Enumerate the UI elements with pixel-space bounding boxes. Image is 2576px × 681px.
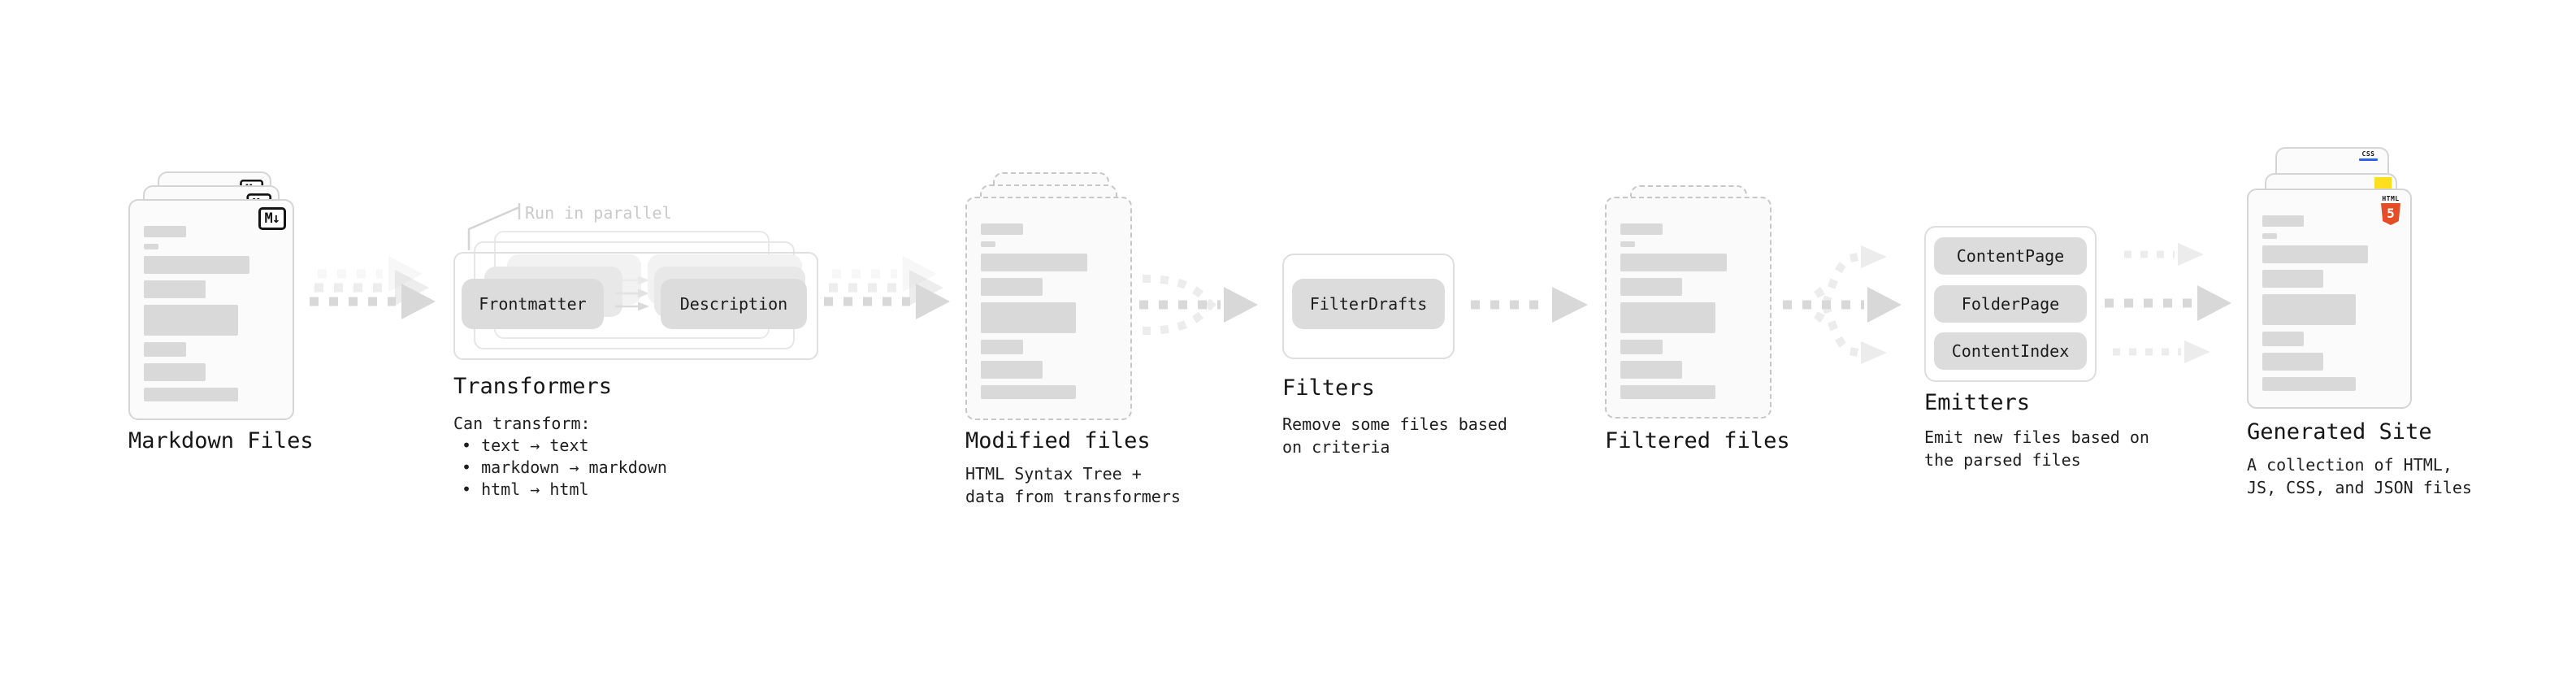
filtered-files-stack	[1605, 185, 1772, 421]
generated-site-title: Generated Site	[2247, 419, 2432, 445]
placeholder-text-bar	[2262, 332, 2305, 346]
placeholder-text-bar	[1620, 254, 1728, 271]
html5-icon-number: 5	[2387, 206, 2395, 221]
flow-arrow-filters-to-filtered	[1471, 287, 1588, 323]
js-icon	[2374, 177, 2392, 190]
placeholder-text-bar	[2262, 233, 2277, 239]
placeholder-text-bar	[981, 385, 1076, 399]
flow-arrow-transformers-to-modified	[824, 256, 950, 319]
description-line: A collection of HTML,	[2247, 455, 2452, 475]
placeholder-text-bar	[1620, 302, 1715, 333]
placeholder-text-bar	[144, 388, 238, 401]
transformer-run-box-front	[453, 252, 818, 360]
placeholder-text-bar	[144, 256, 250, 274]
placeholder-text-bar	[144, 363, 206, 381]
placeholder-text-bar	[981, 302, 1076, 333]
placeholder-text-bar	[1620, 223, 1663, 235]
markdown-icon: M↓	[258, 207, 286, 230]
placeholder-text-bar	[144, 280, 206, 298]
description-line: data from transformers	[965, 487, 1181, 506]
placeholder-text-bar	[144, 226, 186, 237]
placeholder-text-bar	[2262, 353, 2324, 371]
placeholder-text-bar	[981, 361, 1043, 379]
css-icon-label: CSS	[2361, 150, 2375, 158]
placeholder-text-bar	[981, 254, 1088, 271]
bullet-item: • html → html	[462, 479, 589, 499]
document-placeholder-lines	[2262, 215, 2392, 391]
filters-title: Filters	[1282, 375, 1375, 401]
modified-files-title: Modified files	[965, 428, 1151, 453]
css-icon: CSS	[2359, 150, 2378, 161]
emitters-title: Emitters	[1924, 390, 2031, 415]
generated-file-card-front: HTML 5	[2247, 189, 2412, 409]
html5-icon-label: HTML	[2382, 195, 2400, 202]
transformers-heading: Can transform:	[453, 414, 591, 433]
transformers-bullet-list: • text → text • markdown → markdown • ht…	[462, 435, 667, 501]
bullet-item: • text → text	[462, 436, 589, 455]
description-line: HTML Syntax Tree +	[965, 464, 1142, 484]
document-placeholder-lines	[1620, 223, 1752, 399]
html5-icon: HTML 5	[2379, 195, 2402, 225]
description-node: Description	[661, 279, 807, 329]
placeholder-text-bar	[1620, 361, 1683, 379]
placeholder-text-bar	[2262, 377, 2357, 391]
contentpage-node: ContentPage	[1934, 237, 2087, 275]
flow-arrow-merge-to-filters	[1139, 275, 1258, 335]
bullet-item: • markdown → markdown	[462, 458, 667, 477]
transform-step-arrows	[615, 275, 649, 311]
document-placeholder-lines	[144, 226, 275, 401]
description-line: on criteria	[1282, 437, 1390, 457]
placeholder-text-bar	[2262, 245, 2368, 263]
emitters-description: Emit new files based on the parsed files	[1924, 426, 2149, 471]
markdown-files-title: Markdown Files	[128, 428, 314, 453]
transformers-title: Transformers	[453, 374, 613, 399]
placeholder-text-bar	[2262, 270, 2324, 288]
flow-arrows-emitters-to-site	[2105, 243, 2231, 363]
placeholder-text-bar	[1620, 340, 1663, 354]
placeholder-text-bar	[981, 241, 995, 247]
description-line: Remove some files based	[1282, 414, 1507, 434]
placeholder-text-bar	[981, 223, 1023, 235]
placeholder-text-bar	[1620, 278, 1683, 296]
placeholder-text-bar	[144, 244, 158, 249]
filterdrafts-node: FilterDrafts	[1292, 279, 1445, 329]
markdown-files-stack: M↓ M↓ M↓	[128, 171, 294, 420]
flow-arrow-fanout-to-emitters	[1783, 245, 1902, 364]
modified-file-card-front	[965, 197, 1132, 420]
placeholder-text-bar	[1620, 241, 1635, 247]
css-icon-bar	[2359, 158, 2378, 161]
description-line: Emit new files based on	[1924, 427, 2149, 447]
html5-icon-shield: 5	[2381, 203, 2400, 225]
placeholder-text-bar	[144, 342, 186, 357]
filtered-file-card-front	[1605, 197, 1772, 419]
filters-description: Remove some files based on criteria	[1282, 413, 1507, 458]
folderpage-node: FolderPage	[1934, 285, 2087, 323]
description-line: JS, CSS, and JSON files	[2247, 478, 2472, 497]
description-line: the parsed files	[1924, 450, 2081, 470]
placeholder-text-bar	[981, 278, 1043, 296]
document-placeholder-lines	[981, 223, 1112, 399]
placeholder-text-bar	[1620, 385, 1715, 399]
annotation-leader-line	[467, 203, 521, 250]
placeholder-text-bar	[144, 305, 238, 336]
frontmatter-node: Frontmatter	[462, 279, 604, 329]
generated-site-stack: CSS HTML 5	[2247, 147, 2412, 409]
modified-files-description: HTML Syntax Tree + data from transformer…	[965, 462, 1181, 508]
flow-arrow-markdown-to-transformers	[310, 256, 436, 319]
filtered-files-title: Filtered files	[1605, 428, 1790, 453]
contentindex-node: ContentIndex	[1934, 332, 2087, 370]
generated-site-description: A collection of HTML, JS, CSS, and JSON …	[2247, 453, 2472, 499]
run-in-parallel-annotation: Run in parallel	[525, 203, 672, 223]
placeholder-text-bar	[981, 340, 1023, 354]
placeholder-text-bar	[2262, 294, 2357, 325]
markdown-file-card-front: M↓	[128, 199, 294, 420]
placeholder-text-bar	[2262, 215, 2305, 227]
modified-files-stack	[965, 172, 1132, 421]
